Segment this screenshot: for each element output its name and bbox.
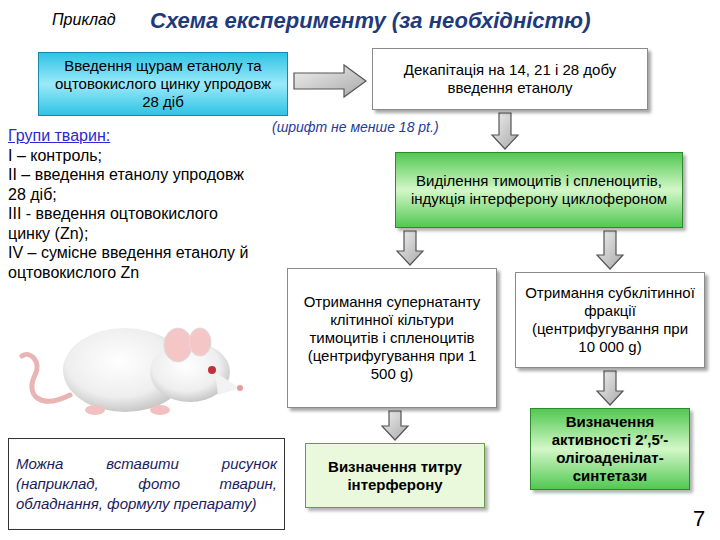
group-item: I – контроль; xyxy=(8,146,260,166)
node-text: Можна вставити рисунок (наприклад, фото … xyxy=(16,454,277,514)
group-item: II – введення етанолу упродовж 28 діб; xyxy=(8,165,260,204)
rat-snout xyxy=(215,372,240,395)
node-text: Введення щурам етанолу та оцтовокислого … xyxy=(47,57,279,111)
group-item: III - введення оцтовокислого цинку (Zn); xyxy=(8,204,260,243)
block-arrow xyxy=(492,113,518,149)
node-text: Отримання супернатанту клітинної кільтур… xyxy=(296,293,488,383)
node-text: Отримання субклітинної фракції (центрифу… xyxy=(524,284,696,356)
diagram-title: Схема експерименту (за необхідністю) xyxy=(150,8,590,34)
rat-nose xyxy=(237,385,243,391)
group-heading: Групи тварин: xyxy=(8,126,260,146)
group-item: IV – сумісне введення етанолу й оцтовоки… xyxy=(8,243,260,282)
node-text: Визначення титру інтерферону xyxy=(314,458,476,494)
slide-number: 7 xyxy=(693,506,705,532)
node-text: Визначення активності 2′,5′-олігоаденіла… xyxy=(539,413,681,485)
block-arrow xyxy=(597,371,623,405)
rat-paw xyxy=(150,405,170,415)
process-box: Отримання супернатанту клітинної кільтур… xyxy=(287,268,497,408)
process-box: Введення щурам етанолу та оцтовокислого … xyxy=(38,52,288,116)
result-box: Визначення титру інтерферону xyxy=(305,443,485,508)
block-arrow xyxy=(294,65,366,97)
note-box: Можна вставити рисунок (наприклад, фото … xyxy=(8,438,285,530)
rat-paw xyxy=(85,405,105,415)
block-arrow xyxy=(397,231,423,265)
group-list: Групи тварин:I – контроль;II – введення … xyxy=(8,126,260,282)
process-box: Виділення тимоцитів і спленоцитів, індук… xyxy=(395,152,683,228)
rat-tail xyxy=(22,354,70,401)
rat-ear xyxy=(164,328,192,362)
block-arrow xyxy=(382,411,408,440)
node-text: Декапітація на 14, 21 і 28 добу введення… xyxy=(381,61,639,97)
font-note: (шрифт не менше 18 pt.) xyxy=(272,119,439,135)
block-arrow xyxy=(597,231,623,269)
process-box: Декапітація на 14, 21 і 28 добу введення… xyxy=(372,48,648,110)
rat-eye xyxy=(208,366,216,374)
result-box: Визначення активності 2′,5′-олігоаденіла… xyxy=(530,408,690,490)
process-box: Отримання субклітинної фракції (центрифу… xyxy=(515,272,705,368)
example-tag: Приклад xyxy=(52,11,116,29)
rat-ear xyxy=(189,328,211,356)
node-text: Виділення тимоцитів і спленоцитів, індук… xyxy=(404,172,674,208)
